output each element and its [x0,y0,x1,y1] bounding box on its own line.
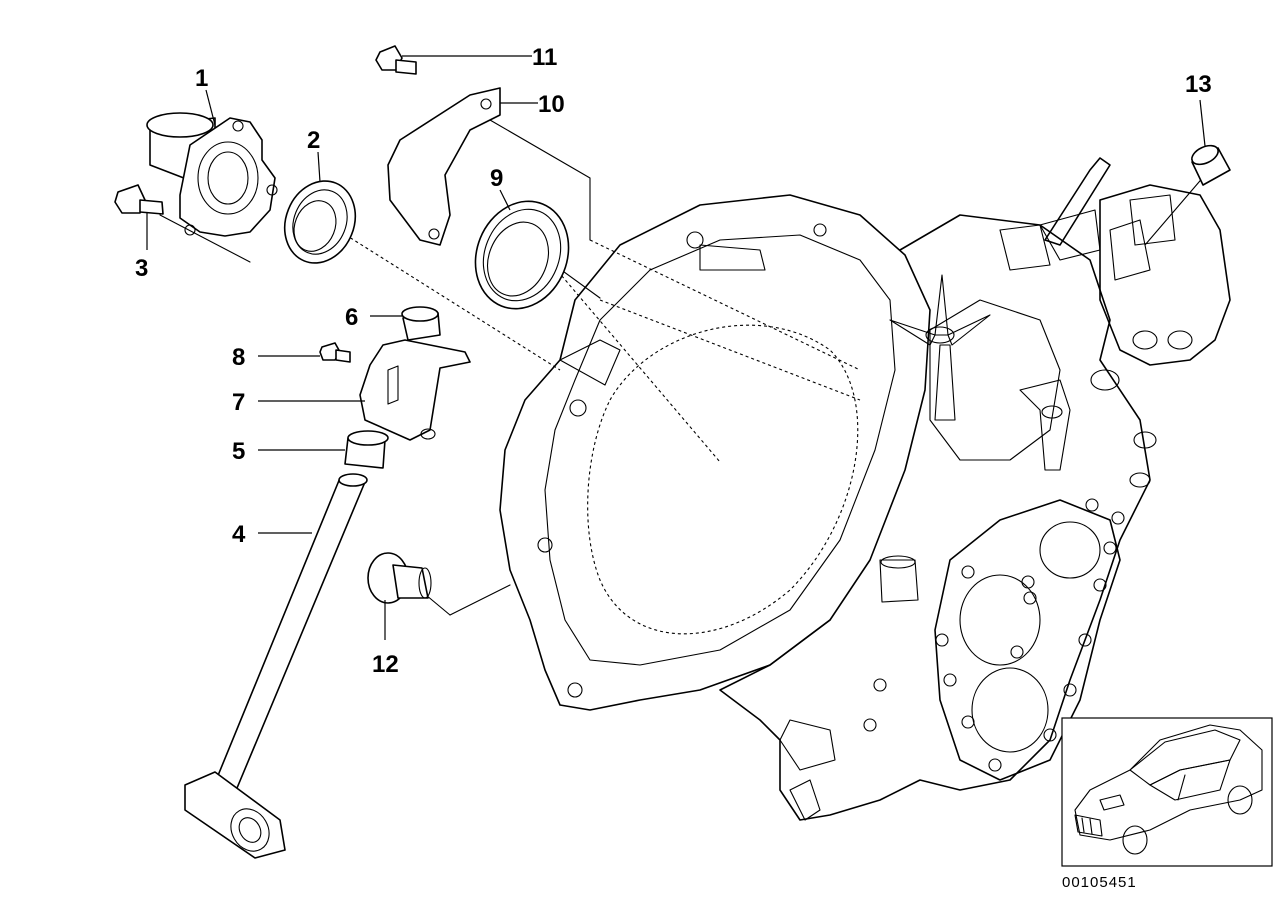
vehicle-thumbnail [1061,717,1273,867]
part-3-bolt [114,184,164,215]
document-number: 00105451 [1062,874,1137,891]
part-11-bolt [375,45,417,75]
part-10-bracket [387,87,501,246]
cover-bolts [863,498,1125,772]
callout-12: 12 [372,651,399,678]
release-fork [889,274,991,421]
callout-3: 3 [135,255,148,282]
part-1-guide-sleeve [146,112,278,237]
callout-7: 7 [232,389,245,416]
part-7-selector-lever [359,339,471,441]
part-4-selector-shaft [184,473,368,859]
callout-8: 8 [232,344,245,371]
callout-6: 6 [345,304,358,331]
part-2-shaft-seal [283,180,357,264]
callout-10: 10 [538,91,565,118]
car-icon [1074,724,1263,855]
callout-labels: 1 2 3 4 5 6 7 8 9 10 11 12 13 [135,44,1212,678]
part-13-bushing [1191,144,1231,186]
part-6-bush [401,306,441,341]
callout-13: 13 [1185,71,1212,98]
callout-2: 2 [307,127,320,154]
part-9-seal-ring [474,200,570,310]
callout-11: 11 [532,44,557,71]
callout-5: 5 [232,438,245,465]
callout-4: 4 [232,521,246,548]
callout-9: 9 [490,165,503,192]
transmission-housing [499,157,1231,821]
part-12-plug [367,552,432,604]
part-8-screw [319,342,351,363]
part-5-bush [344,430,389,469]
callout-leaders [146,55,1206,640]
callout-1: 1 [195,65,208,92]
